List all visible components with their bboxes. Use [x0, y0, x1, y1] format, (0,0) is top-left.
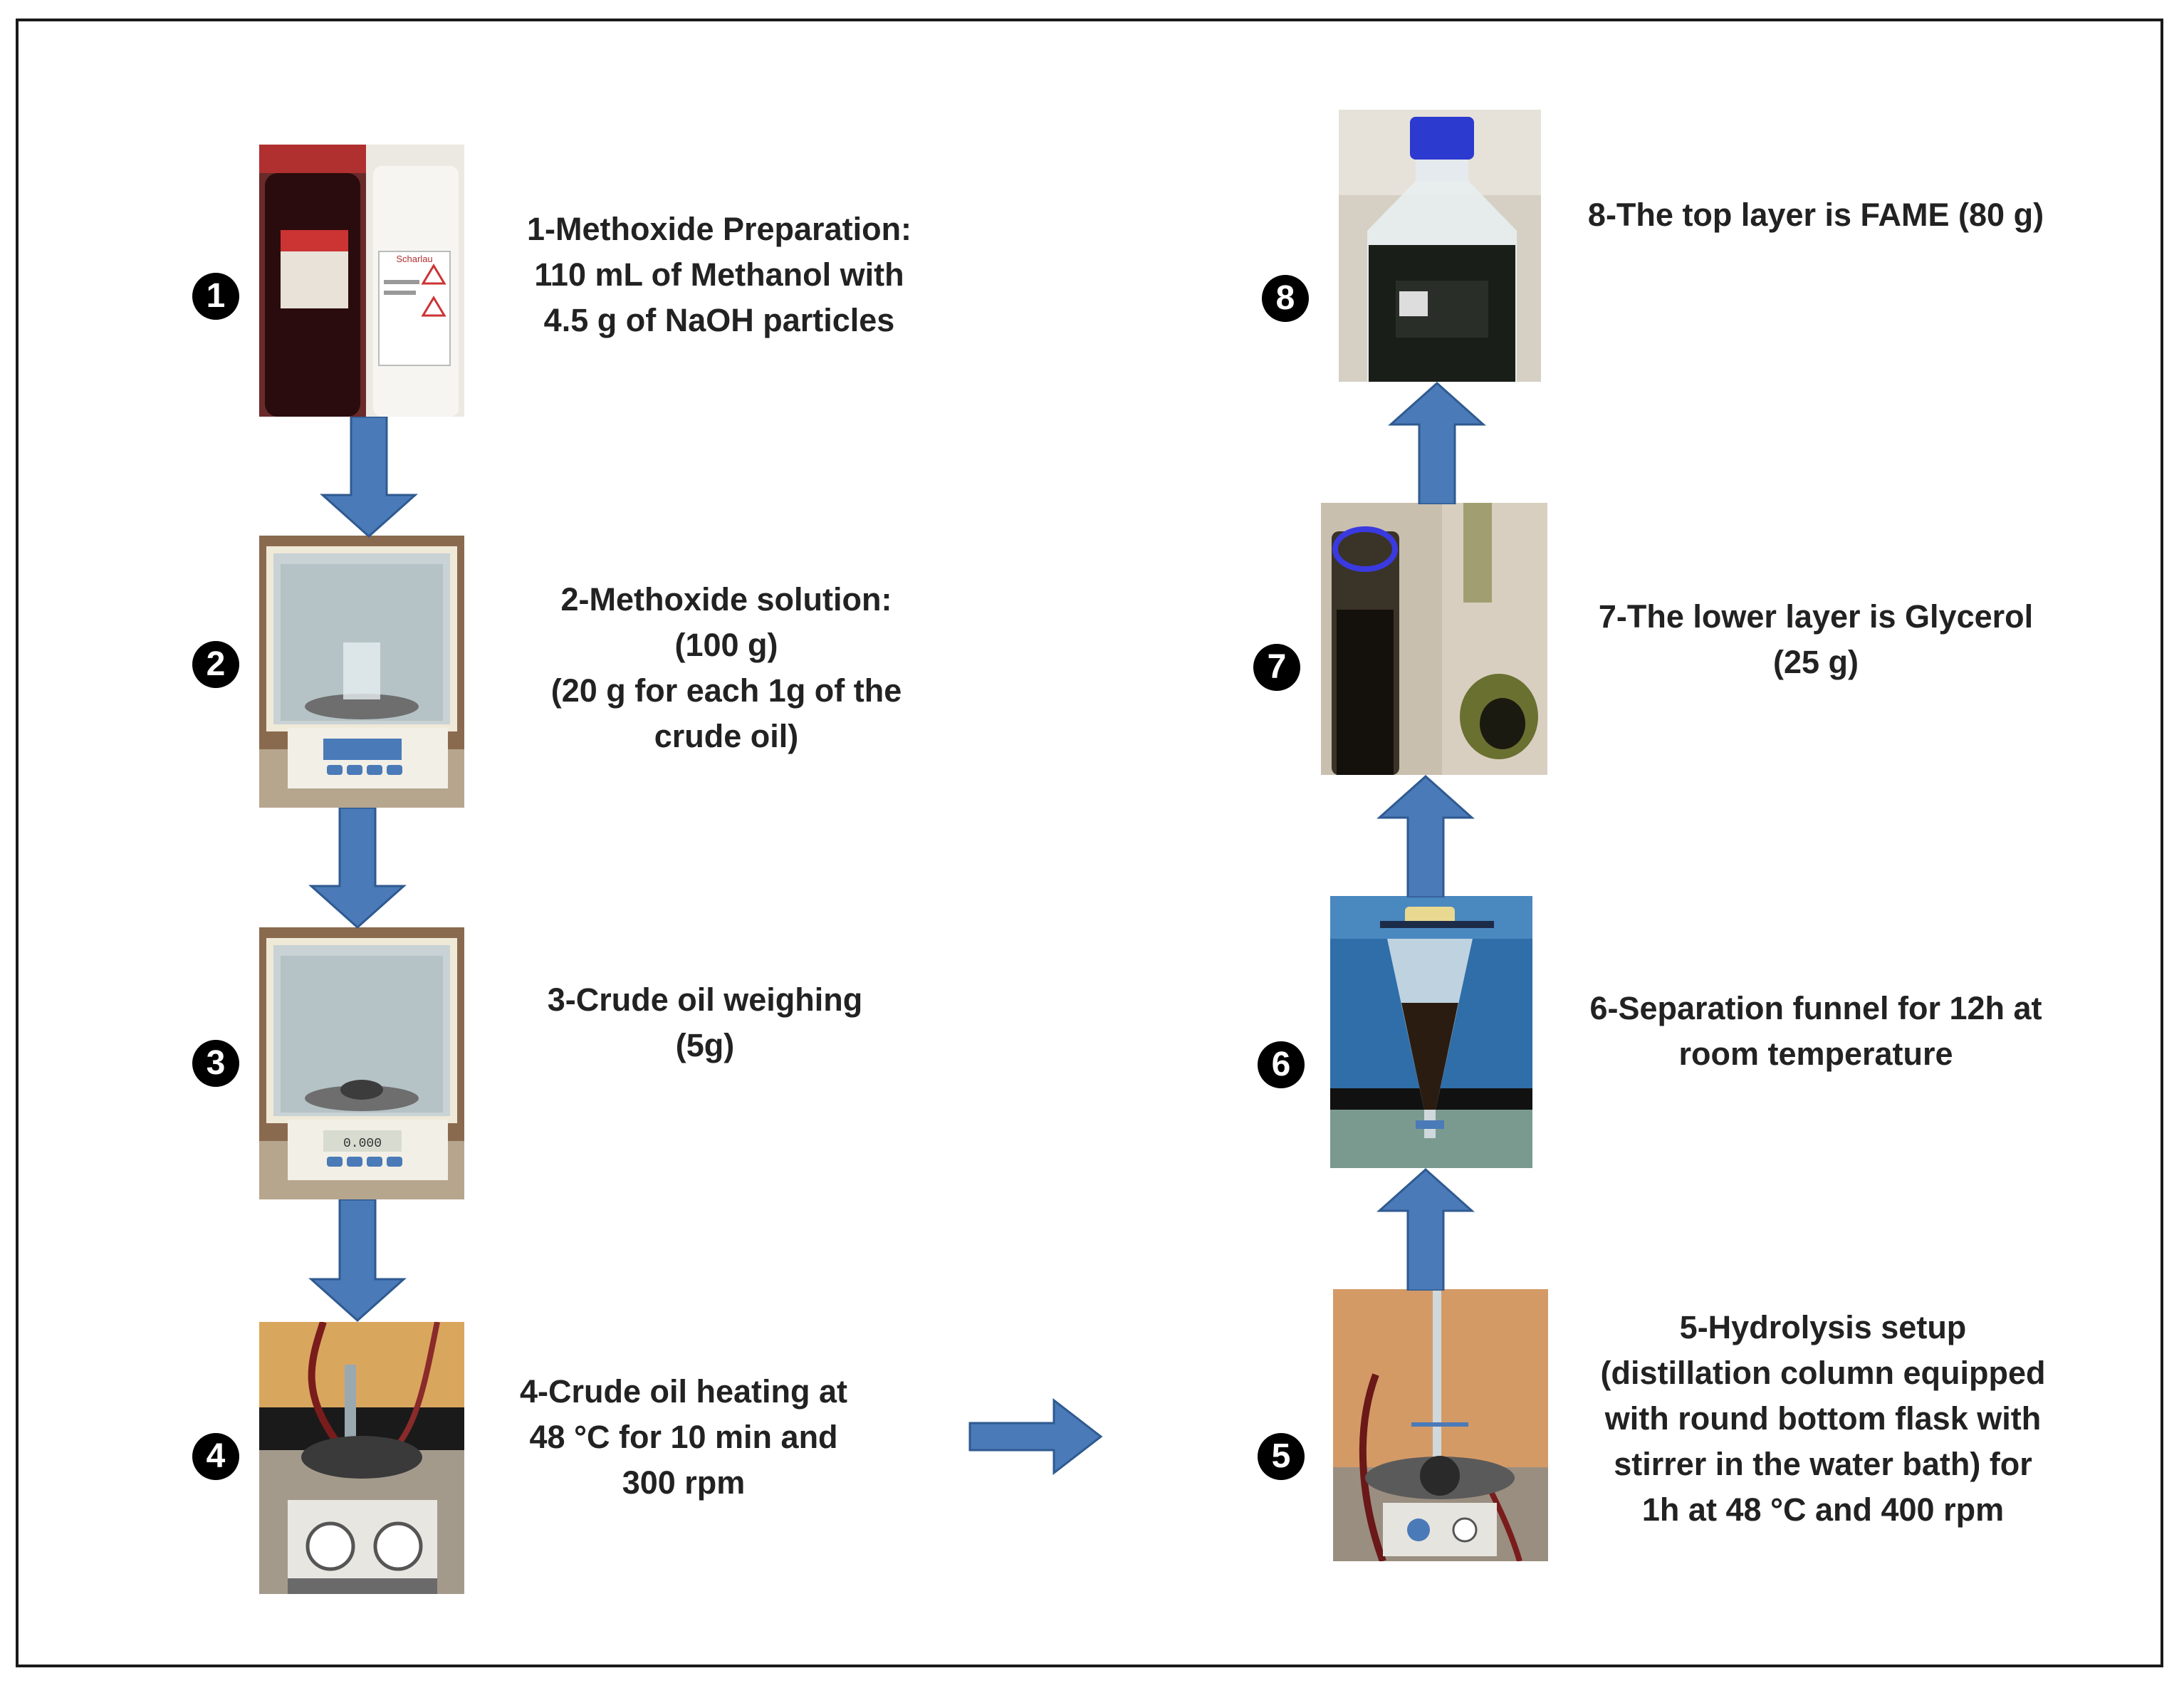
step-7-caption: 7-The lower layer is Glycerol (25 g) [1598, 598, 2034, 680]
step-1-caption: 1-Methoxide Preparation: 110 mL of Metha… [526, 211, 912, 338]
step-1-photo: Scharlau [259, 145, 464, 417]
step-5-photo [1333, 1289, 1548, 1561]
scale-display-readout: 0.000 [343, 1137, 382, 1151]
step-8-badge: 8 [1262, 275, 1309, 322]
step-2-caption: 2-Methoxide solution: (100 g) (20 g for … [550, 581, 902, 754]
step-7-badge: 7 [1253, 644, 1300, 691]
arrow-down-1-to-2 [319, 417, 419, 538]
step-3-badge: 3 [192, 1040, 239, 1087]
step-7-photo [1321, 503, 1547, 775]
step-2-badge: 2 [192, 641, 239, 688]
arrow-down-3-to-4 [308, 1199, 407, 1322]
step-3-caption: 3-Crude oil weighing (5g) [547, 981, 863, 1063]
step-5-caption: 5-Hydrolysis setup (distillation column … [1600, 1309, 2046, 1528]
step-4-photo [259, 1322, 464, 1594]
step-6-photo [1330, 896, 1532, 1168]
step-6-caption: 6-Separation funnel for 12h at room temp… [1589, 990, 2042, 1072]
step-4-caption: 4-Crude oil heating at 48 °C for 10 min … [519, 1373, 848, 1501]
step-4-badge: 4 [192, 1433, 239, 1480]
step-6-badge: 6 [1258, 1041, 1305, 1088]
arrow-up-7-to-8 [1387, 382, 1487, 504]
bottle-brand-label: Scharlau [396, 254, 432, 264]
step-2-photo [259, 536, 464, 808]
arrow-down-2-to-3 [308, 808, 407, 929]
step-5-badge: 5 [1258, 1433, 1305, 1480]
step-8-photo [1339, 110, 1541, 382]
step-3-photo: 0.000 [259, 927, 464, 1199]
arrow-up-6-to-7 [1376, 775, 1475, 897]
diagram-frame [16, 19, 2163, 1667]
arrow-up-5-to-6 [1376, 1168, 1475, 1291]
step-1-badge: 1 [192, 273, 239, 320]
step-8-caption: 8-The top layer is FAME (80 g) [1587, 197, 2044, 233]
arrow-right-4-to-5 [968, 1397, 1104, 1476]
